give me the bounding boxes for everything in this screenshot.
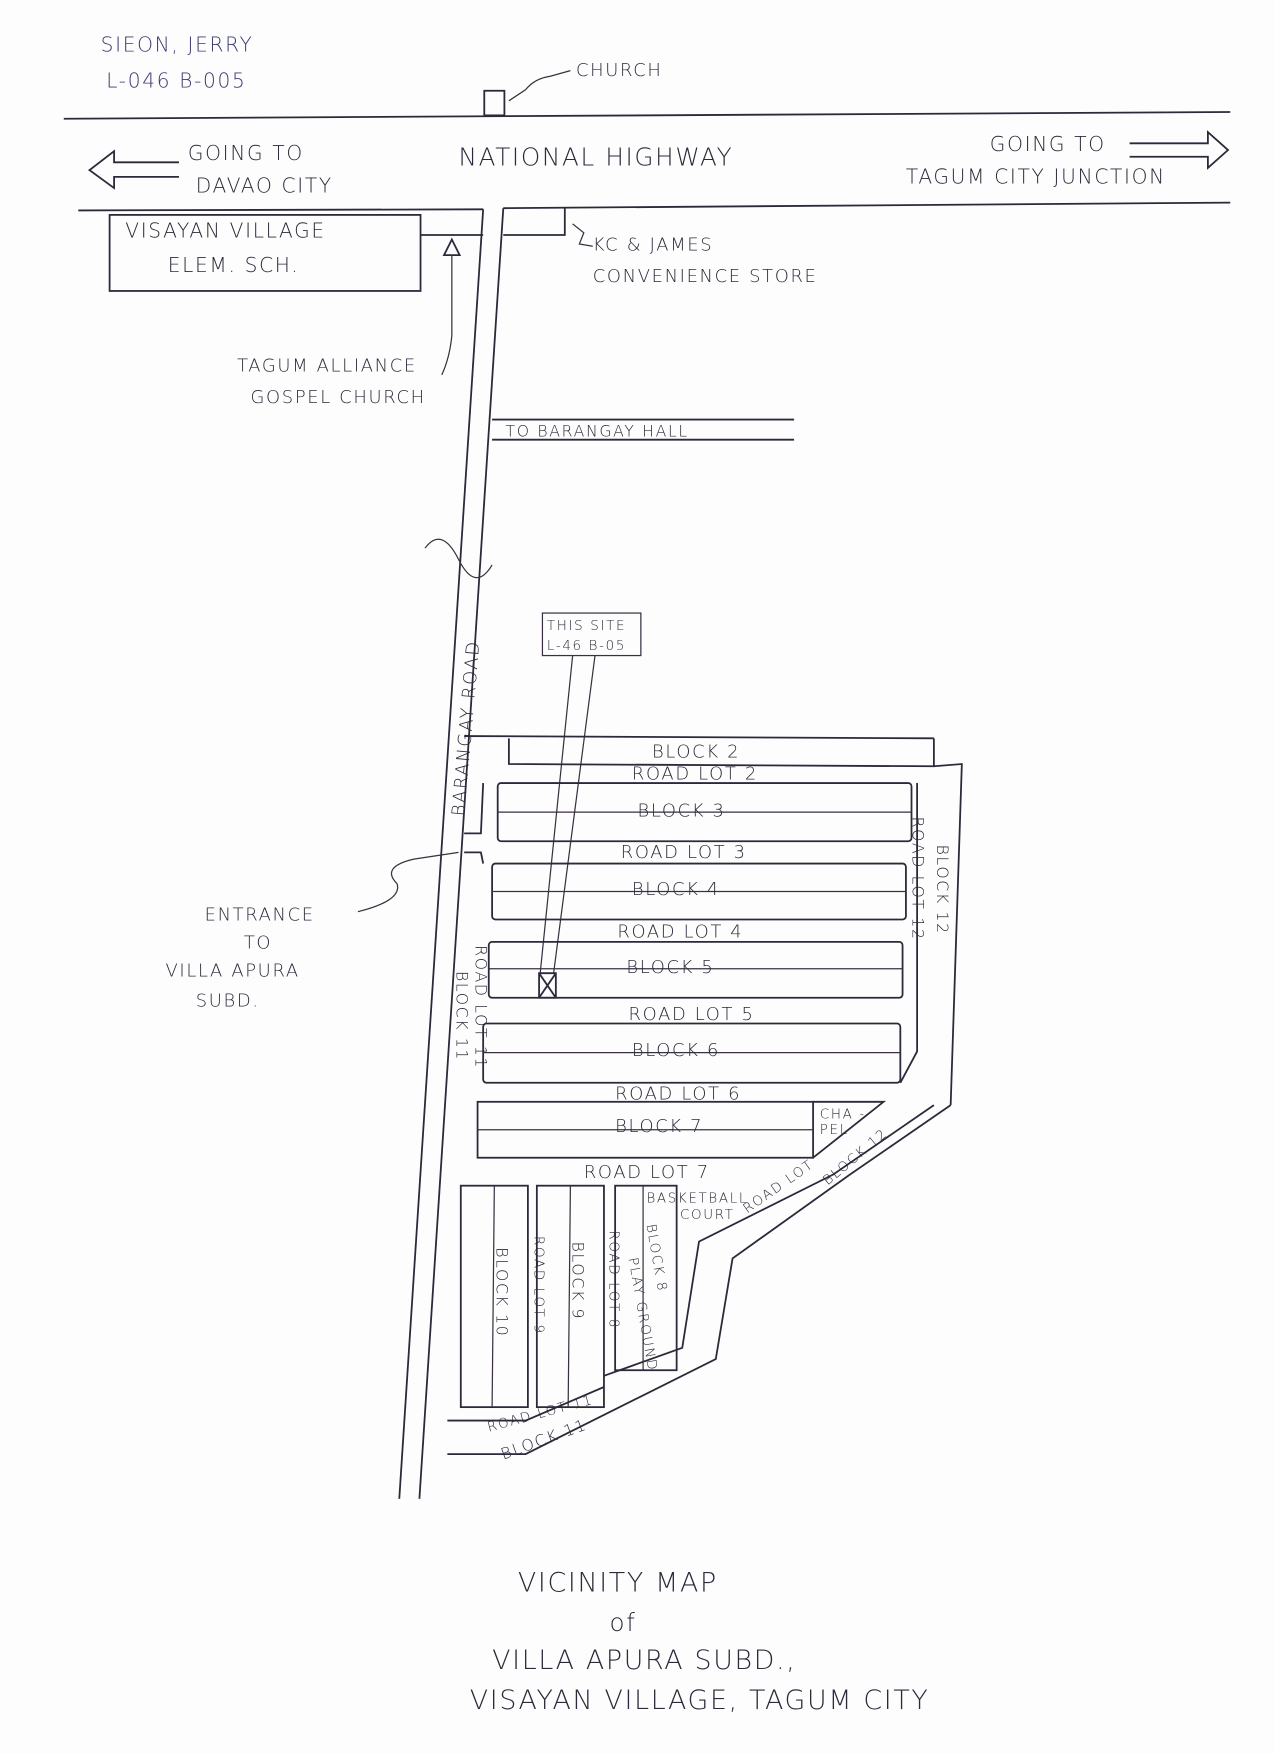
title-line4: VISAYAN VILLAGE, TAGUM CITY	[470, 1685, 930, 1716]
label-block-4: BLOCK 4	[632, 879, 720, 900]
left-direction-line1: GOING TO	[188, 141, 304, 165]
entrance-line2: TO	[244, 933, 272, 954]
entrance-pointer	[357, 851, 459, 913]
subdivision-row-labels: BLOCK 2 ROAD LOT 2 BLOCK 3 ROAD LOT 3 BL…	[584, 741, 758, 1183]
diagonal-block-12-edge	[447, 1104, 952, 1455]
title-line2: of	[610, 1608, 637, 1637]
highway-south-edge-east	[503, 201, 1231, 210]
label-block-2: BLOCK 2	[652, 741, 740, 762]
label-block-8: BLOCK 8	[643, 1223, 670, 1294]
church-marker	[483, 89, 506, 117]
barangay-hall-label: TO BARANGAY HALL	[506, 421, 689, 440]
label-road-lot-6: ROAD LOT 6	[615, 1084, 741, 1105]
block-9-lot-line	[567, 1185, 572, 1408]
label-road-lot-diagonal: ROAD LOT	[741, 1157, 817, 1217]
label-block-10: BLOCK 10	[493, 1247, 512, 1337]
chapel-line2: PEL	[820, 1123, 849, 1138]
label-road-lot-2: ROAD LOT 2	[632, 764, 758, 785]
label-road-lot-12: ROAD LOT 12	[909, 817, 928, 941]
site-callout-box	[541, 612, 642, 657]
road-lot-11-edge	[447, 1386, 605, 1422]
owner-name: SIEON, JERRY	[101, 33, 254, 57]
gospel-church-marker-icon	[442, 237, 462, 257]
title-line3: VILLA APURA SUBD.,	[492, 1645, 796, 1676]
basketball-line2: COURT	[680, 1208, 735, 1223]
block-10-lot-line	[491, 1185, 495, 1408]
left-direction-line2: DAVAO CITY	[196, 174, 333, 198]
arrow-left-icon	[87, 149, 179, 190]
label-road-lot-7: ROAD LOT 7	[584, 1162, 710, 1183]
label-block-11-west: BLOCK 11	[452, 971, 471, 1061]
label-block-12: BLOCK 12	[933, 845, 952, 935]
church-label: CHURCH	[576, 60, 663, 81]
arrow-right-icon	[1129, 130, 1230, 170]
barangay-road-west-edge	[398, 209, 485, 1499]
label-road-lot-8: ROAD LOT 8	[606, 1230, 621, 1329]
owner-lot-block: L-046 B-005	[106, 68, 246, 92]
label-block-7: BLOCK 7	[615, 1116, 703, 1137]
highway-south-edge-west	[78, 208, 484, 212]
label-road-lot-3: ROAD LOT 3	[621, 842, 747, 863]
label-block-5: BLOCK 5	[626, 957, 714, 978]
label-block-6: BLOCK 6	[632, 1040, 720, 1061]
school-outline	[108, 214, 422, 292]
block-12-east-edge	[933, 763, 963, 1106]
site-line1: THIS SITE	[547, 619, 626, 634]
school-line2: ELEM. SCH.	[168, 253, 300, 277]
site-line2: L-46 B-05	[547, 639, 626, 654]
church-pointer	[508, 70, 571, 102]
right-direction-line1: GOING TO	[990, 132, 1106, 156]
gospel-church-pointer	[441, 255, 453, 376]
label-road-lot-11-west: ROAD LOT 11	[471, 945, 490, 1069]
label-road-lot-4: ROAD LOT 4	[617, 921, 743, 942]
block-5-outline	[487, 940, 904, 999]
store-pointer	[572, 223, 593, 247]
store-marker	[503, 207, 566, 236]
gospel-church-line2: GOSPEL CHURCH	[251, 387, 426, 408]
site-leader-2	[553, 655, 596, 974]
entrance-line1: ENTRANCE	[205, 905, 315, 926]
chapel-line1: CHA -	[820, 1108, 866, 1123]
highway-label: NATIONAL HIGHWAY	[459, 143, 734, 172]
diagonal-road-lot-edge	[603, 1104, 935, 1377]
highway-north-edge	[63, 111, 1231, 120]
basketball-line1: BASKETBALL	[646, 1191, 748, 1206]
store-line1: KC & JAMES	[593, 235, 714, 256]
entrance-line4: SUBD.	[196, 991, 260, 1012]
gospel-church-line1: TAGUM ALLIANCE	[237, 355, 417, 376]
store-line2: CONVENIENCE STORE	[593, 266, 818, 287]
subdivision-top-edge	[464, 735, 934, 740]
road-lot-12-inner	[812, 783, 918, 1159]
site-leader-1	[539, 655, 574, 974]
entrance-road	[464, 783, 485, 864]
school-line1: VISAYAN VILLAGE	[125, 218, 325, 242]
label-block-3: BLOCK 3	[638, 801, 726, 822]
block-8-outline	[614, 1184, 678, 1372]
label-road-lot-5: ROAD LOT 5	[629, 1004, 755, 1025]
right-direction-line2: TAGUM CITY JUNCTION	[906, 165, 1166, 189]
block-2-outline	[507, 738, 935, 768]
label-road-lot-9: ROAD LOT 9	[531, 1236, 546, 1335]
site-x-marker-icon	[538, 972, 557, 999]
barangay-road-east-edge	[418, 208, 505, 1499]
road-break-mark	[424, 538, 493, 579]
title-line1: VICINITY MAP	[518, 1568, 718, 1599]
entrance-line3: VILLA APURA	[166, 961, 300, 982]
label-block-9: BLOCK 9	[569, 1242, 588, 1321]
